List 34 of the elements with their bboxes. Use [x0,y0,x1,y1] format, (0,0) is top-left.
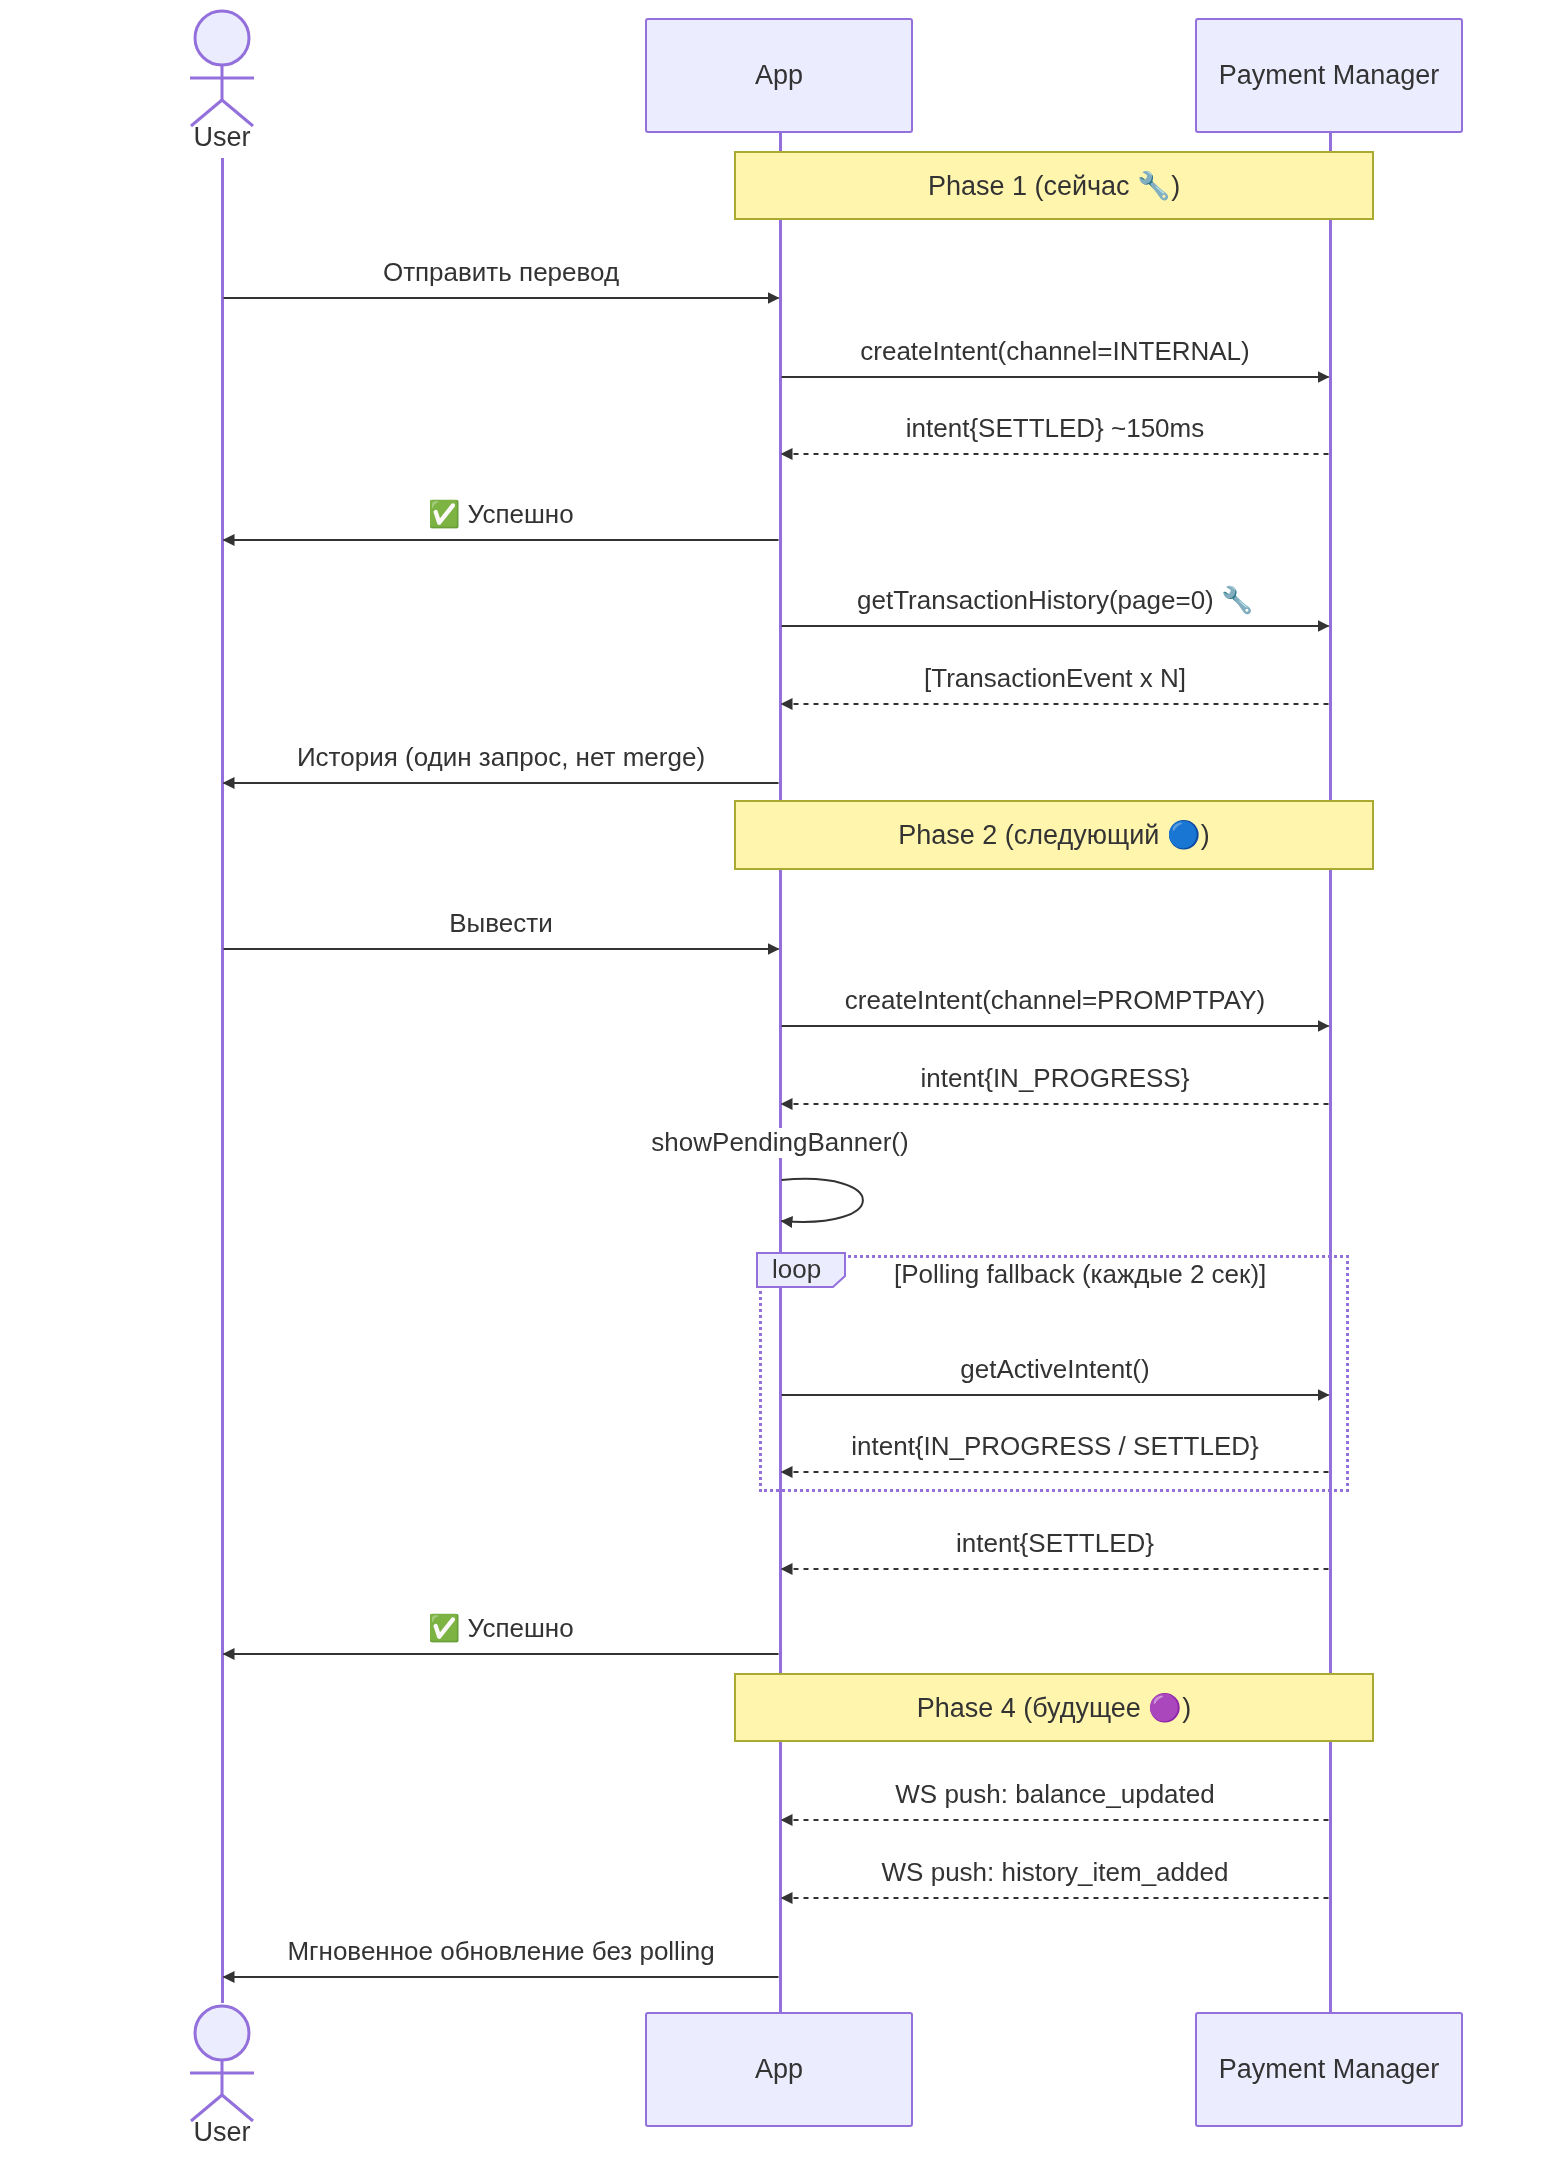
message-label: ✅ Успешно [428,1614,574,1644]
loop-tab: loop [756,1252,846,1288]
lifeline [220,158,224,2003]
arrow [780,620,1330,632]
message-label: ✅ Успешно [428,500,574,530]
participant-box: App [645,18,913,133]
participant-box: Payment Manager [1195,18,1463,133]
arrow [222,1971,780,1983]
arrow [222,292,780,304]
dashed-arrow [780,1563,1330,1575]
dashed-arrow [780,1814,1330,1826]
arrow [780,1389,1330,1401]
arrow [222,534,780,546]
arrow [780,371,1330,383]
participant-box: App [645,2012,913,2127]
actor-label: User [193,2119,251,2146]
dashed-arrow [780,1892,1330,1904]
actor-label: User [193,124,251,151]
dashed-arrow [780,448,1330,460]
participant-box: Payment Manager [1195,2012,1463,2127]
loop-condition: [Polling fallback (каждые 2 сек)] [894,1259,1267,1290]
arrow [222,777,780,789]
dashed-arrow [780,698,1330,710]
message-label: showPendingBanner() [651,1128,909,1158]
phase-note: Phase 1 (сейчас 🔧) [734,151,1374,220]
arrow [222,1648,780,1660]
message-label: getTransactionHistory(page=0) 🔧 [857,586,1253,616]
phase-note: Phase 2 (следующий 🔵) [734,800,1374,870]
arrow [780,1177,864,1228]
dashed-arrow [780,1098,1330,1110]
arrow [780,1020,1330,1032]
dashed-arrow [780,1466,1330,1478]
arrow [222,943,780,955]
phase-note: Phase 4 (будущее 🟣) [734,1673,1374,1742]
